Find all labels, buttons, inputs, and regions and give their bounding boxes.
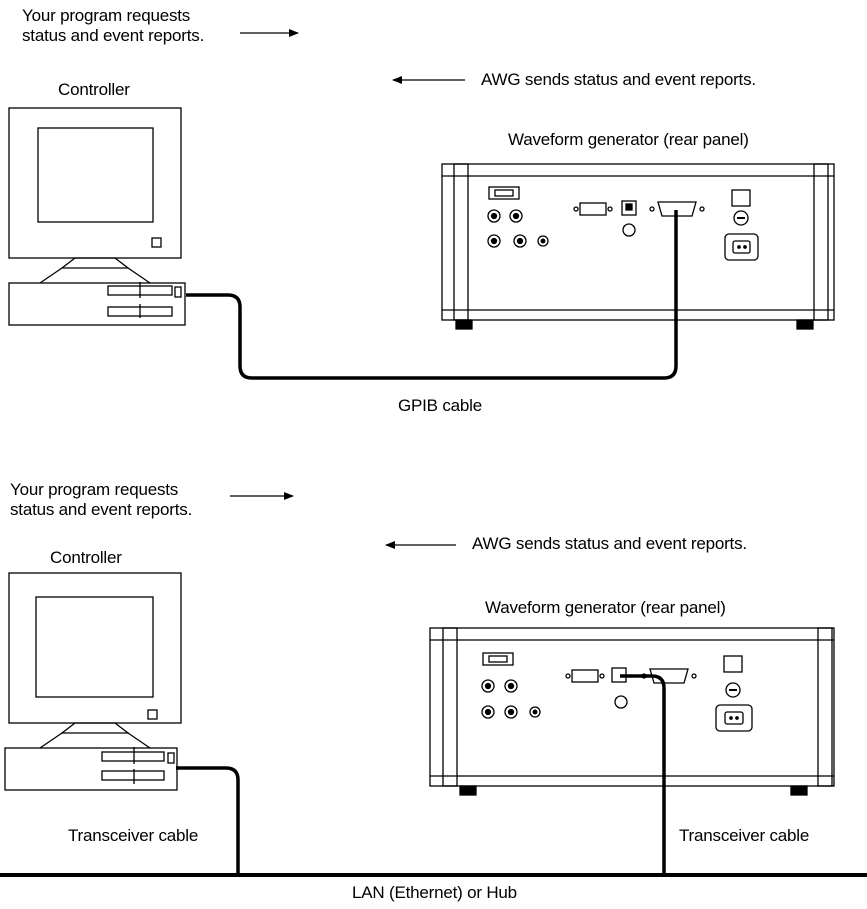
response-label-bottom: AWG sends status and event reports.	[472, 534, 747, 553]
computer-icon	[4, 572, 182, 791]
computer-icon	[8, 107, 186, 326]
generator-label-top: Waveform generator (rear panel)	[508, 130, 749, 149]
pc-transceiver-cable	[176, 766, 240, 875]
gpib-cable-label: GPIB cable	[398, 396, 482, 415]
awg-transceiver-cable	[620, 674, 666, 875]
request-label-bottom: Your program requests status and event r…	[10, 480, 193, 519]
controller-label-top: Controller	[58, 80, 130, 99]
waveform-generator-icon	[429, 627, 835, 796]
waveform-generator-icon	[441, 163, 835, 330]
lan-label: LAN (Ethernet) or Hub	[352, 883, 517, 902]
request-label-top: Your program requests status and event r…	[22, 6, 205, 45]
pc-transceiver-cable-label: Transceiver cable	[68, 826, 199, 845]
gpib-cable	[186, 210, 678, 380]
response-label-top: AWG sends status and event reports.	[481, 70, 756, 89]
awg-transceiver-cable-label: Transceiver cable	[679, 826, 810, 845]
generator-label-bottom: Waveform generator (rear panel)	[485, 598, 726, 617]
controller-label-bottom: Controller	[50, 548, 122, 567]
